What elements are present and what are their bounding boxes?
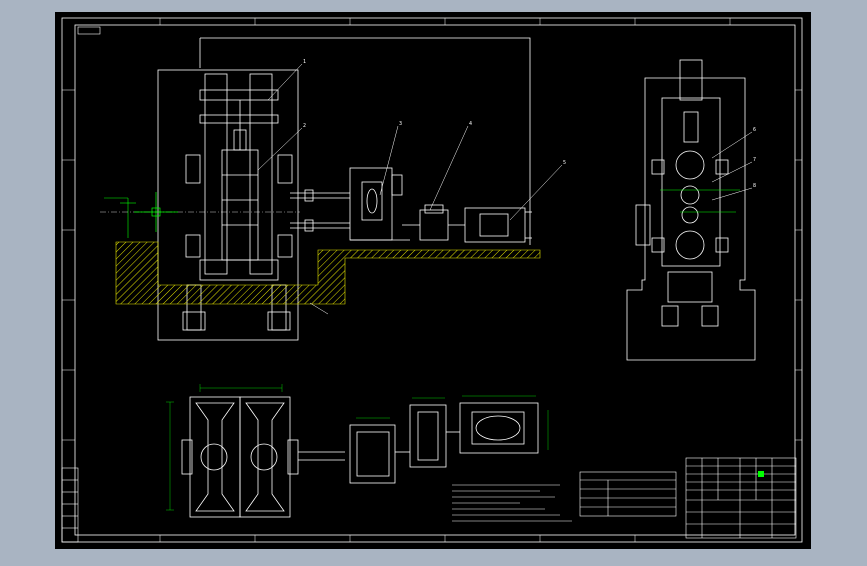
side-view-leaders <box>660 189 740 213</box>
part-number-labels-front: 1 2 3 4 5 <box>303 59 566 166</box>
crosshair-cursor-icon <box>134 192 178 232</box>
side-view <box>626 59 756 361</box>
svg-text:3: 3 <box>399 121 402 127</box>
elevation-marker <box>104 197 136 238</box>
svg-text:1: 1 <box>303 59 306 65</box>
title-block-marker <box>758 471 764 477</box>
svg-text:8: 8 <box>753 183 756 189</box>
spec-table <box>579 471 677 517</box>
model-space <box>55 12 811 549</box>
pinion-stand <box>349 167 532 243</box>
zone-ticks <box>62 18 802 542</box>
sheet-frame <box>61 17 803 543</box>
foundation <box>115 241 541 305</box>
svg-text:4: 4 <box>469 121 472 127</box>
leader-lines-front <box>257 63 563 315</box>
front-view <box>157 37 531 341</box>
leader-lines-side <box>711 131 753 201</box>
plan-dimensions <box>166 384 549 511</box>
svg-text:6: 6 <box>753 127 756 133</box>
plan-view <box>181 396 539 518</box>
svg-text:5: 5 <box>563 160 566 166</box>
title-block <box>685 457 797 539</box>
svg-text:7: 7 <box>753 157 756 163</box>
note-lines <box>452 484 572 522</box>
side-revision-strip <box>61 467 79 543</box>
svg-text:2: 2 <box>303 123 306 129</box>
corner-tag-box <box>77 26 101 35</box>
part-number-labels-side: 6 7 8 <box>753 127 756 189</box>
